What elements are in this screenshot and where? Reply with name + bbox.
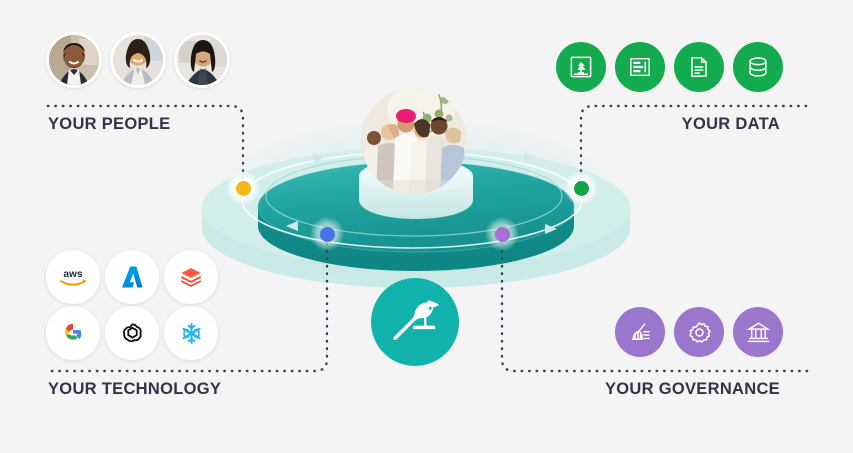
avatar-person-1: [46, 32, 102, 88]
orbit-dot-technology-core: [319, 226, 335, 242]
connector-data: [579, 104, 810, 188]
canary-bird-icon: [393, 300, 439, 341]
data-source-icon[interactable]: [556, 42, 606, 92]
orbit-arrows: [286, 152, 557, 234]
technology-logo-group: aws: [46, 250, 221, 360]
google-cloud-logo[interactable]: [46, 306, 100, 360]
azure-logo[interactable]: [105, 250, 159, 304]
orbit-dot-technology[interactable]: [310, 217, 344, 251]
team-photo: [361, 88, 467, 194]
svg-text:aws: aws: [63, 269, 83, 280]
people-avatar-group: [46, 32, 230, 88]
gear-icon[interactable]: [674, 307, 724, 357]
orbit-dot-people[interactable]: [226, 171, 260, 205]
avatar-person-2: [110, 32, 166, 88]
data-report-icon[interactable]: [615, 42, 665, 92]
label-your-people: YOUR PEOPLE: [48, 115, 171, 133]
orbit-dot-data-core: [573, 180, 589, 196]
data-icon-group: [556, 42, 783, 92]
institution-icon[interactable]: [733, 307, 783, 357]
brand-logo-badge[interactable]: [371, 278, 459, 366]
orbit-dot-people-core: [235, 180, 251, 196]
snowflake-logo[interactable]: [164, 306, 218, 360]
orbit-dot-governance[interactable]: [485, 217, 519, 251]
connector-governance: [500, 234, 810, 373]
databricks-logo[interactable]: [164, 250, 218, 304]
connector-people: [43, 104, 245, 188]
data-cleaning-icon[interactable]: [615, 307, 665, 357]
openai-logo[interactable]: [105, 306, 159, 360]
orbit-dot-data[interactable]: [564, 171, 598, 205]
data-document-icon[interactable]: [674, 42, 724, 92]
label-your-governance: YOUR GOVERNANCE: [604, 380, 780, 398]
database-icon[interactable]: [733, 42, 783, 92]
label-your-technology: YOUR TECHNOLOGY: [48, 380, 222, 398]
connector-technology: [43, 234, 329, 373]
aws-logo[interactable]: aws: [46, 250, 100, 304]
orbit-dot-governance-core: [494, 226, 510, 242]
governance-icon-group: [615, 307, 783, 357]
avatar-person-3: [174, 32, 230, 88]
label-your-data: YOUR DATA: [681, 115, 780, 133]
